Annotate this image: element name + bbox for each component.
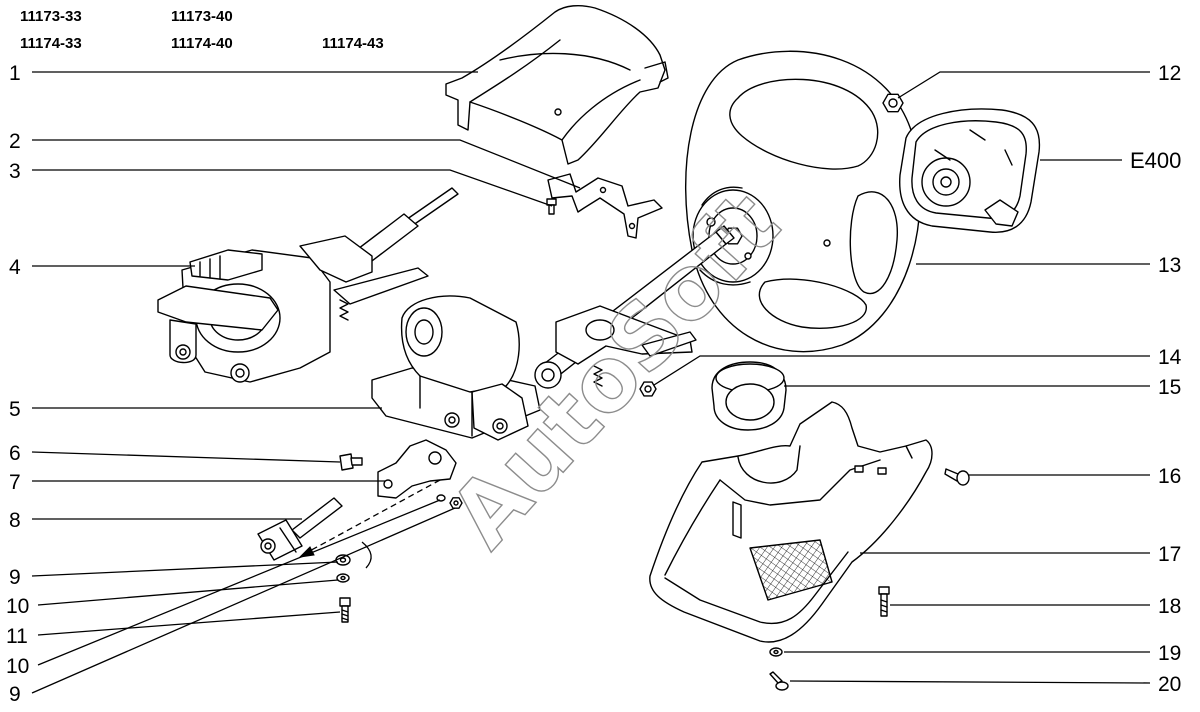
callout-20[interactable]: 20 bbox=[1158, 673, 1181, 696]
model-code: 11173-33 bbox=[20, 8, 82, 25]
callout-16[interactable]: 16 bbox=[1158, 465, 1181, 488]
part-14-nut bbox=[639, 381, 657, 397]
callout-5[interactable]: 5 bbox=[9, 398, 21, 421]
callout-10[interactable]: 10 bbox=[6, 595, 29, 618]
part-1-upper-shroud bbox=[445, 4, 669, 165]
part-19-washer bbox=[769, 647, 783, 657]
leader-line-12 bbox=[897, 71, 1150, 99]
callout-6[interactable]: 6 bbox=[9, 442, 21, 465]
callout-12[interactable]: 12 bbox=[1158, 62, 1181, 85]
callout-4[interactable]: 4 bbox=[9, 256, 21, 279]
leader-line-9-lower bbox=[31, 507, 456, 694]
part-20-screw bbox=[769, 671, 789, 691]
model-codes: 11173-33 11173-40 11174-33 11174-40 1117… bbox=[20, 8, 384, 52]
assembly-arrow bbox=[298, 479, 441, 569]
leader-lines bbox=[31, 71, 1151, 694]
part-5-column-housing bbox=[371, 295, 541, 441]
callout-9-lower[interactable]: 9 bbox=[9, 683, 21, 706]
callouts-left: 1 2 3 4 5 6 7 8 9 10 11 10 9 bbox=[6, 62, 29, 706]
part-12-nut bbox=[882, 93, 904, 113]
leader-line-11 bbox=[37, 611, 341, 636]
callout-7[interactable]: 7 bbox=[9, 471, 21, 494]
model-code: 11174-40 bbox=[171, 35, 233, 52]
part-7-clamp bbox=[377, 439, 457, 499]
callout-13[interactable]: 13 bbox=[1158, 254, 1181, 277]
callout-1[interactable]: 1 bbox=[9, 62, 21, 85]
model-code: 11173-40 bbox=[171, 8, 233, 25]
part-3-bolt bbox=[546, 198, 557, 215]
leader-line-14 bbox=[653, 355, 1150, 386]
leader-line-6 bbox=[31, 451, 341, 463]
part-16-screw bbox=[944, 468, 970, 486]
callout-17[interactable]: 17 bbox=[1158, 543, 1181, 566]
column-shaft-assembly bbox=[534, 225, 735, 389]
part-6-bolt bbox=[339, 453, 363, 471]
part-11-bolt bbox=[339, 597, 351, 623]
part-2-bracket bbox=[547, 173, 663, 239]
leader-line-10 bbox=[37, 579, 339, 606]
part-e400-airbag bbox=[899, 108, 1041, 233]
callout-e400[interactable]: E400 bbox=[1130, 148, 1181, 173]
part-8-universal-joint bbox=[257, 497, 343, 561]
callout-15[interactable]: 15 bbox=[1158, 376, 1181, 399]
part-4-steering-column bbox=[157, 187, 459, 383]
callout-9[interactable]: 9 bbox=[9, 566, 21, 589]
leader-line-20 bbox=[789, 680, 1151, 684]
leader-line-9 bbox=[31, 561, 339, 577]
leader-line-10-lower bbox=[37, 499, 441, 666]
callouts-right: 12 E400 13 14 15 16 17 18 19 20 bbox=[1130, 62, 1182, 696]
model-code: 11174-33 bbox=[20, 35, 82, 52]
callout-11[interactable]: 11 bbox=[6, 625, 28, 648]
callout-8[interactable]: 8 bbox=[9, 509, 21, 532]
part-18-bolt bbox=[878, 586, 890, 617]
callout-10-lower[interactable]: 10 bbox=[6, 655, 29, 678]
leader-line-3 bbox=[32, 169, 553, 207]
part-10-washer bbox=[336, 573, 350, 583]
callout-14[interactable]: 14 bbox=[1158, 346, 1182, 369]
part-17-lower-shroud bbox=[649, 401, 933, 643]
part-10-washer-2 bbox=[436, 494, 446, 502]
part-9-nut-2 bbox=[449, 497, 463, 509]
part-9-nut bbox=[335, 554, 351, 566]
part-13-steering-wheel bbox=[684, 50, 921, 353]
callout-18[interactable]: 18 bbox=[1158, 595, 1181, 618]
callout-19[interactable]: 19 bbox=[1158, 642, 1181, 665]
callout-3[interactable]: 3 bbox=[9, 160, 21, 183]
model-code: 11174-43 bbox=[322, 35, 384, 52]
part-15-ring bbox=[711, 361, 787, 431]
callout-2[interactable]: 2 bbox=[9, 130, 21, 153]
leader-line-2 bbox=[32, 139, 581, 189]
